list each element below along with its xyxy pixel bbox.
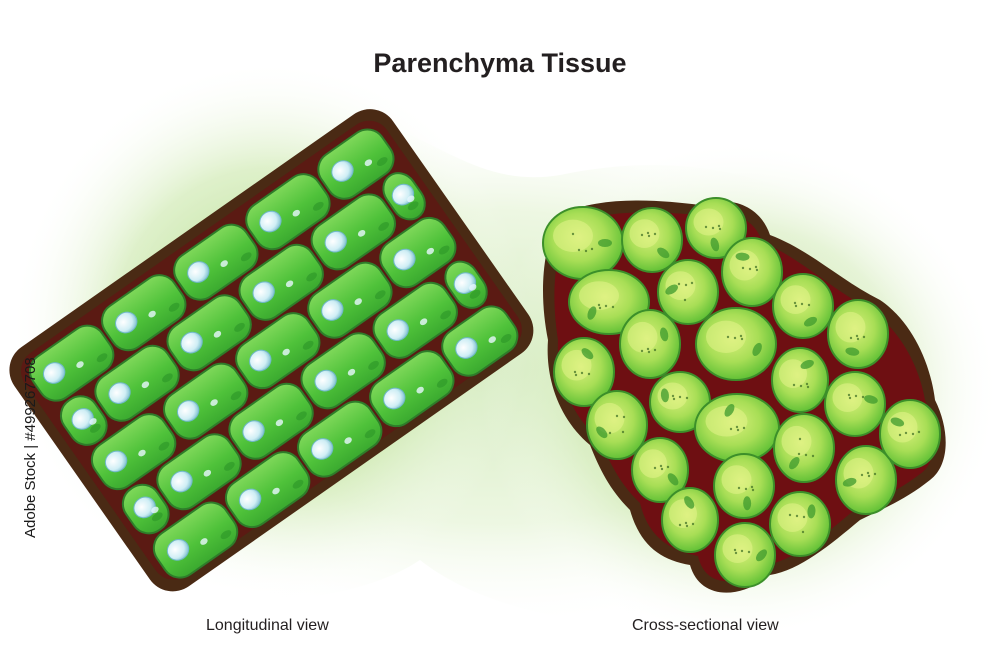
longitudinal-cell	[238, 243, 324, 321]
longitudinal-cell	[94, 344, 180, 422]
longitudinal-cell	[300, 332, 386, 410]
cross-section-cell	[721, 237, 783, 307]
longitudinal-cell	[382, 172, 426, 221]
cross-section-cell	[542, 206, 624, 280]
longitudinal-cell	[163, 362, 249, 440]
label-longitudinal-view: Longitudinal view	[206, 617, 329, 634]
longitudinal-cell	[101, 274, 187, 352]
longitudinal-cell	[310, 193, 396, 271]
cross-sectional-tissue	[542, 197, 946, 593]
cross-section-cell	[649, 371, 711, 433]
cross-section-cell	[695, 307, 777, 381]
label-cross-sectional-view: Cross-sectional view	[632, 617, 779, 634]
longitudinal-cell	[297, 400, 383, 478]
cross-section-cell	[586, 390, 648, 460]
longitudinal-cell	[224, 451, 311, 529]
longitudinal-cell	[317, 128, 395, 200]
longitudinal-cell	[152, 501, 239, 579]
longitudinal-cell	[245, 173, 331, 251]
longitudinal-cell	[156, 433, 242, 511]
cross-section-cell	[619, 309, 681, 379]
diagram-title: Parenchyma Tissue	[373, 48, 627, 78]
cross-section-cell	[713, 453, 775, 519]
cross-section-cell	[772, 273, 834, 339]
longitudinal-tissue	[9, 109, 534, 592]
cross-section-cell	[835, 445, 897, 515]
cross-section-cell	[879, 399, 941, 469]
longitudinal-cell	[173, 223, 259, 301]
longitudinal-cell	[444, 260, 488, 309]
cross-section-cell	[773, 413, 835, 483]
longitudinal-cell	[59, 395, 108, 446]
longitudinal-cell	[372, 281, 458, 359]
cross-section-cell	[827, 299, 889, 369]
longitudinal-cell	[228, 382, 314, 460]
cross-section-cell	[694, 393, 780, 463]
longitudinal-cell	[90, 413, 177, 491]
cross-section-cell	[824, 371, 886, 437]
longitudinal-cell	[166, 294, 252, 372]
cross-section-cell	[685, 197, 747, 259]
cross-section-cell	[553, 337, 615, 407]
cross-section-cell	[568, 269, 650, 335]
longitudinal-cell	[121, 483, 170, 535]
stock-id-watermark: Adobe Stock | #499267708	[22, 357, 39, 538]
longitudinal-cell	[369, 350, 455, 428]
cross-section-cell	[661, 487, 719, 553]
longitudinal-cell	[441, 305, 519, 377]
longitudinal-cell	[379, 216, 457, 289]
cross-section-cell	[631, 437, 689, 503]
cross-section-cell	[657, 259, 719, 325]
longitudinal-cell	[307, 261, 393, 339]
longitudinal-cell	[28, 324, 115, 402]
cross-section-cell	[621, 207, 683, 273]
cross-section-cell	[769, 491, 831, 557]
longitudinal-cell	[235, 312, 321, 390]
cross-section-cell	[714, 522, 776, 588]
cross-section-cell	[771, 347, 829, 413]
